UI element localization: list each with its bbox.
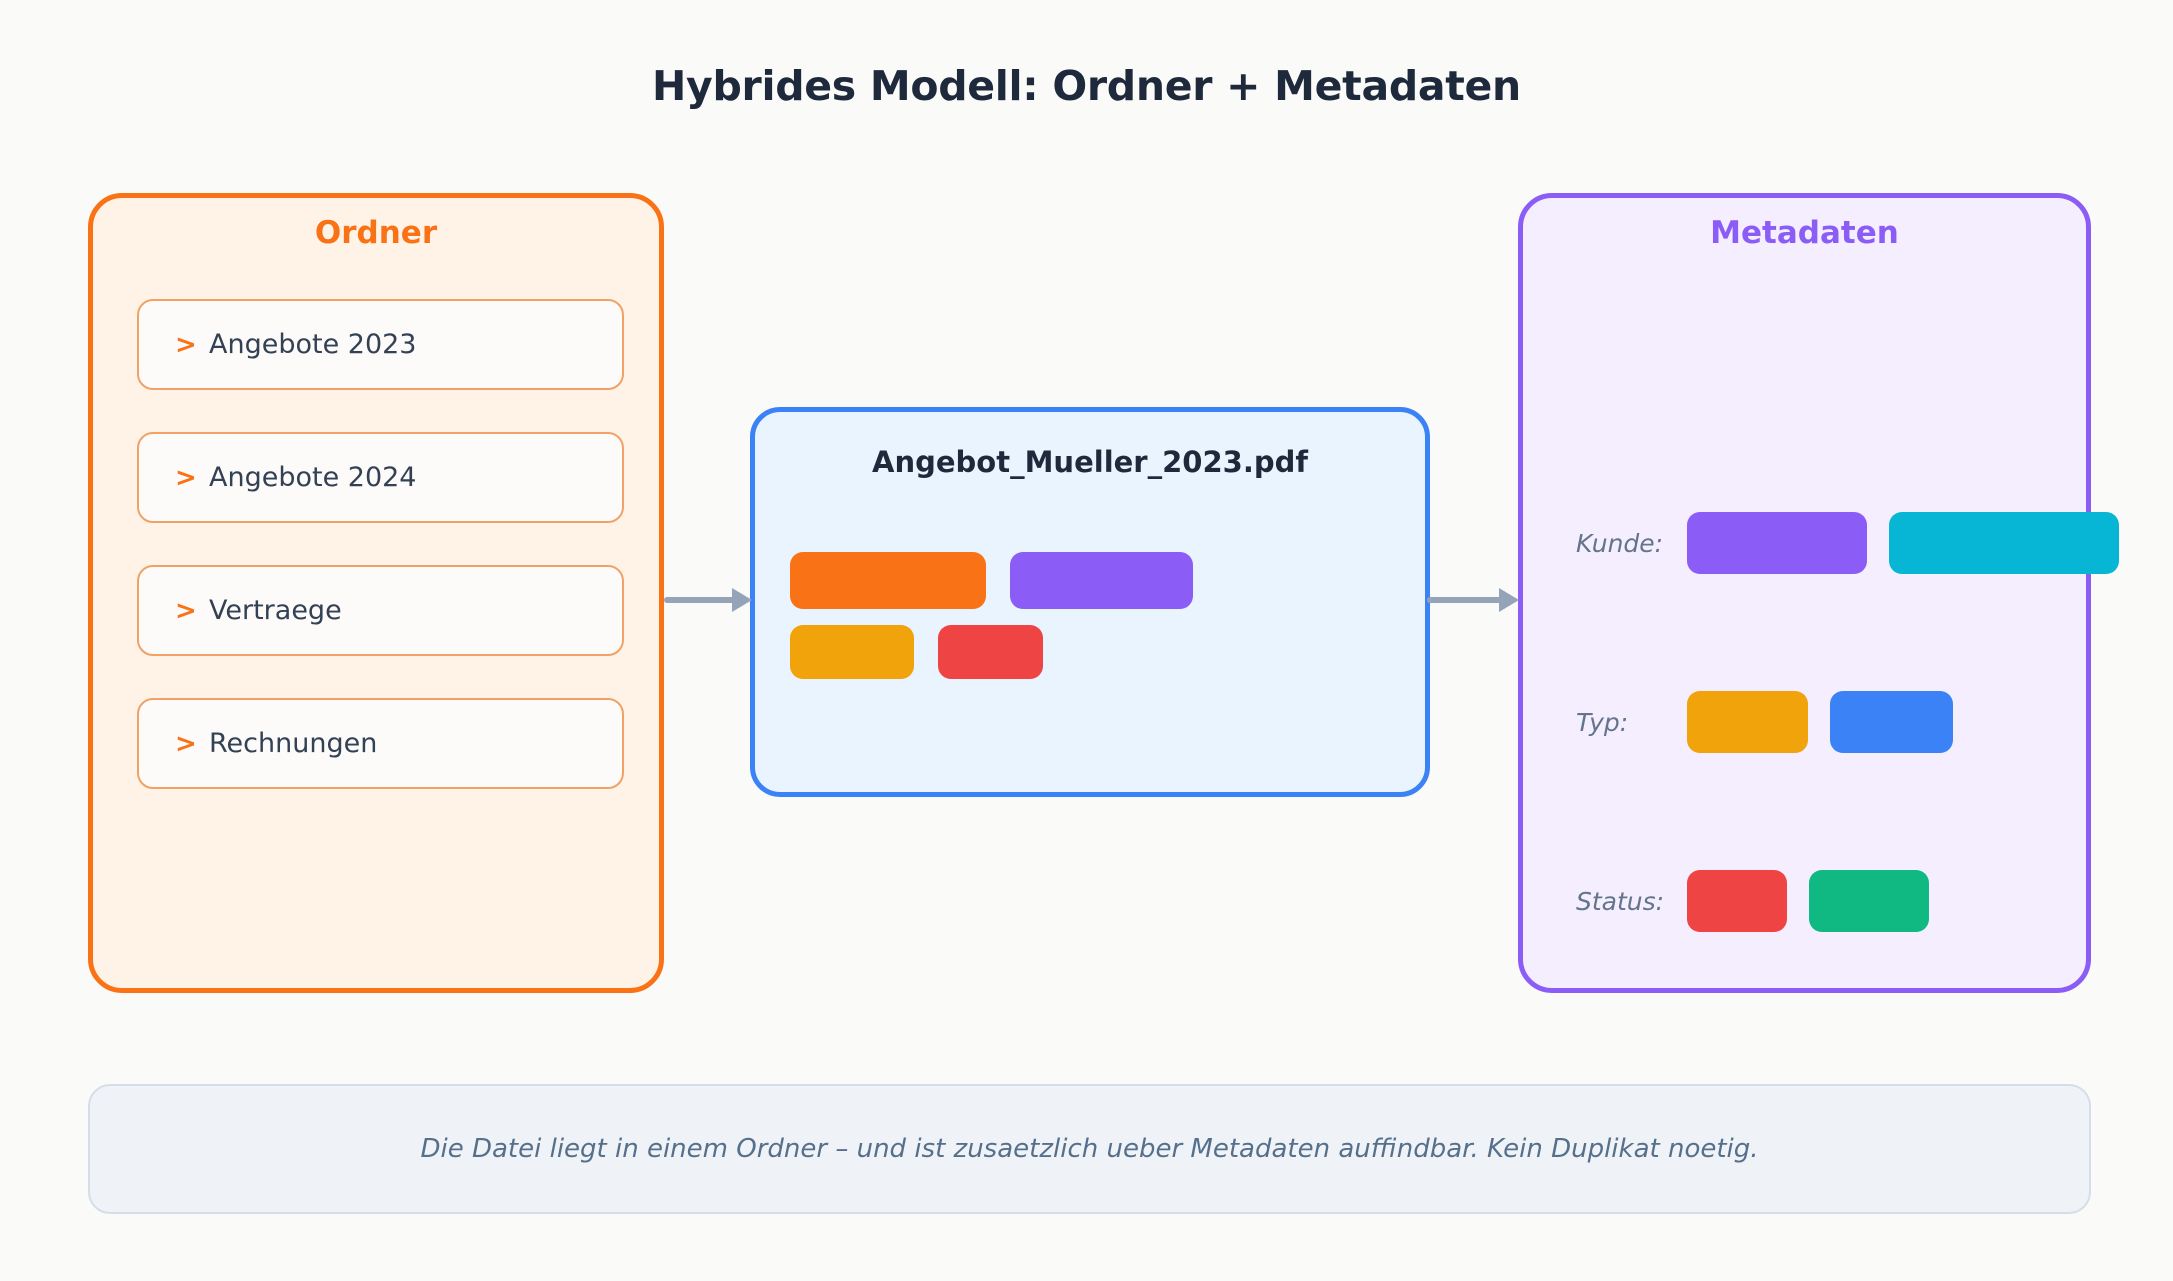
metadata-chip-group — [1687, 691, 1953, 753]
folder-item-label: Angebote 2023 — [209, 329, 417, 360]
folder-item[interactable]: > Angebote 2023 — [137, 299, 624, 390]
metadata-rows: Kunde: Typ: Status: — [1523, 198, 2119, 988]
file-tag-chip — [1010, 552, 1193, 609]
file-tag-chip — [790, 625, 914, 679]
metadata-chip — [1687, 870, 1787, 932]
chevron-right-icon: > — [175, 728, 197, 759]
arrow-file-to-metadata-icon — [1427, 588, 1522, 612]
file-card-title: Angebot_Mueller_2023.pdf — [872, 445, 1308, 479]
folder-item-label: Rechnungen — [209, 728, 378, 759]
metadata-row: Status: — [1557, 862, 2173, 940]
metadata-row: Typ: — [1557, 683, 2173, 761]
chevron-right-icon: > — [175, 595, 197, 626]
metadata-row-label: Status: — [1576, 886, 1665, 916]
metadata-chip — [1830, 691, 1953, 753]
folder-item[interactable]: > Angebote 2024 — [137, 432, 624, 523]
folder-item[interactable]: > Rechnungen — [137, 698, 624, 789]
metadata-chip-group — [1687, 512, 2119, 574]
chevron-right-icon: > — [175, 462, 197, 493]
file-tag-row — [790, 552, 1400, 609]
metadata-row-label: Kunde: — [1576, 528, 1664, 558]
folders-panel-title: Ordner — [314, 215, 438, 251]
folder-item[interactable]: > Vertraege — [137, 565, 624, 656]
metadata-row-label: Typ: — [1576, 707, 1629, 737]
metadata-chip — [1687, 512, 1867, 574]
folders-panel: Ordner > Angebote 2023 > Angebote 2024 > Vert… — [88, 193, 664, 993]
metadata-chip-group — [1687, 870, 1929, 932]
metadata-row: Kunde: — [1557, 504, 2173, 582]
metadata-panel-title: Metadaten — [1710, 215, 1899, 251]
arrow-line — [1427, 597, 1503, 603]
folder-item-label: Vertraege — [209, 595, 342, 626]
caption-box: Die Datei liegt in einem Ordner – und is… — [88, 1084, 2091, 1214]
metadata-chip — [1809, 870, 1929, 932]
file-tag-row — [790, 625, 1400, 679]
arrow-head — [1499, 588, 1519, 612]
chevron-right-icon: > — [175, 329, 197, 360]
folder-list: > Angebote 2023 > Angebote 2024 > Vertraege > R… — [137, 299, 624, 831]
file-card[interactable]: Angebot_Mueller_2023.pdf — [750, 407, 1430, 797]
metadata-panel: Metadaten Kunde: Typ: Status: — [1518, 193, 2119, 993]
metadata-chip — [1687, 691, 1808, 753]
file-tag-chip — [790, 552, 986, 609]
file-tag-area — [790, 552, 1400, 695]
folder-item-label: Angebote 2024 — [209, 462, 417, 493]
page-title: Hybrides Modell: Ordner + Metadaten — [652, 62, 1521, 110]
file-tag-chip — [938, 625, 1043, 679]
arrow-folders-to-file-icon — [664, 588, 754, 612]
arrow-line — [664, 597, 736, 603]
arrow-head — [732, 588, 752, 612]
caption-text: Die Datei liegt in einem Ordner – und is… — [420, 1134, 1759, 1164]
metadata-chip — [1889, 512, 2119, 574]
